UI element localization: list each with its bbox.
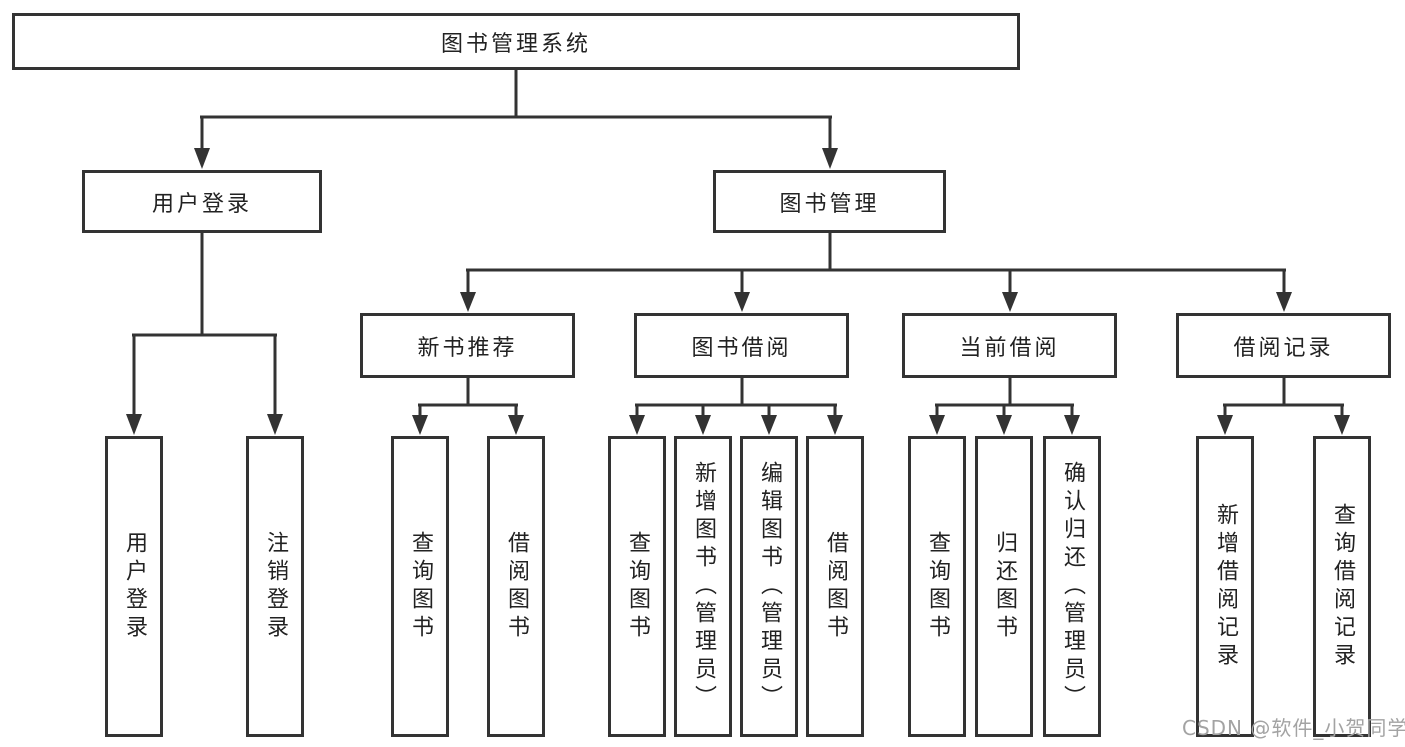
leaf-recommend-borrow-book: 借阅图书 xyxy=(487,436,545,737)
connector-root-to-level2 xyxy=(194,70,838,169)
leaf-borrow-borrow-book: 借阅图书 xyxy=(806,436,864,737)
leaf-borrow-edit-book-admin: 编辑图书（管理员） xyxy=(740,436,798,737)
leaf-records-add-record-label: 新增借阅记录 xyxy=(1213,502,1238,671)
leaf-recommend-query-book: 查询图书 xyxy=(391,436,449,737)
leaf-user-login: 用户登录 xyxy=(105,436,163,737)
leaf-logout: 注销登录 xyxy=(246,436,304,737)
connector-book-management-to-level3 xyxy=(460,233,1292,312)
node-borrow-records: 借阅记录 xyxy=(1176,313,1391,378)
leaf-current-return-book: 归还图书 xyxy=(975,436,1033,737)
connector-current-borrow-to-leaves xyxy=(929,378,1080,435)
leaf-borrow-edit-book-admin-label: 编辑图书（管理员） xyxy=(757,460,782,713)
leaf-current-return-book-label: 归还图书 xyxy=(992,530,1017,643)
leaf-borrow-add-book-admin: 新增图书（管理员） xyxy=(674,436,732,737)
node-book-borrow-label: 图书借阅 xyxy=(691,335,792,361)
leaf-records-query-record-label: 查询借阅记录 xyxy=(1330,502,1355,671)
leaf-recommend-borrow-book-label: 借阅图书 xyxy=(504,530,529,643)
csdn-watermark: CSDN @软件_小贺同学 xyxy=(1182,716,1405,740)
leaf-records-add-record: 新增借阅记录 xyxy=(1196,436,1254,737)
leaf-current-query-book: 查询图书 xyxy=(908,436,966,737)
node-borrow-records-label: 借阅记录 xyxy=(1233,335,1334,361)
node-root-system: 图书管理系统 xyxy=(12,13,1020,70)
leaf-borrow-query-book: 查询图书 xyxy=(608,436,666,737)
leaf-current-query-book-label: 查询图书 xyxy=(925,530,950,643)
node-book-management-label: 图书管理 xyxy=(779,191,880,217)
node-root-system-label: 图书管理系统 xyxy=(440,31,591,57)
leaf-user-login-label: 用户登录 xyxy=(122,530,147,643)
node-new-book-recommend-label: 新书推荐 xyxy=(417,335,518,361)
leaf-logout-label: 注销登录 xyxy=(263,530,288,643)
node-current-borrow: 当前借阅 xyxy=(902,313,1117,378)
node-user-login: 用户登录 xyxy=(82,170,322,233)
leaf-records-query-record: 查询借阅记录 xyxy=(1313,436,1371,737)
leaf-recommend-query-book-label: 查询图书 xyxy=(408,530,433,643)
node-current-borrow-label: 当前借阅 xyxy=(959,335,1060,361)
connector-user-login-to-leaves xyxy=(126,233,283,435)
leaf-current-confirm-return-admin: 确认归还（管理员） xyxy=(1043,436,1101,737)
leaf-borrow-query-book-label: 查询图书 xyxy=(625,530,650,643)
connector-new-book-recommend-to-leaves xyxy=(412,378,524,435)
node-user-login-label: 用户登录 xyxy=(151,191,252,217)
node-book-management: 图书管理 xyxy=(713,170,946,233)
leaf-current-confirm-return-admin-label: 确认归还（管理员） xyxy=(1060,460,1085,713)
leaf-borrow-borrow-book-label: 借阅图书 xyxy=(823,530,848,643)
node-book-borrow: 图书借阅 xyxy=(634,313,849,378)
connector-borrow-records-to-leaves xyxy=(1217,378,1350,435)
connector-book-borrow-to-leaves xyxy=(629,378,843,435)
node-new-book-recommend: 新书推荐 xyxy=(360,313,575,378)
leaf-borrow-add-book-admin-label: 新增图书（管理员） xyxy=(691,460,716,713)
